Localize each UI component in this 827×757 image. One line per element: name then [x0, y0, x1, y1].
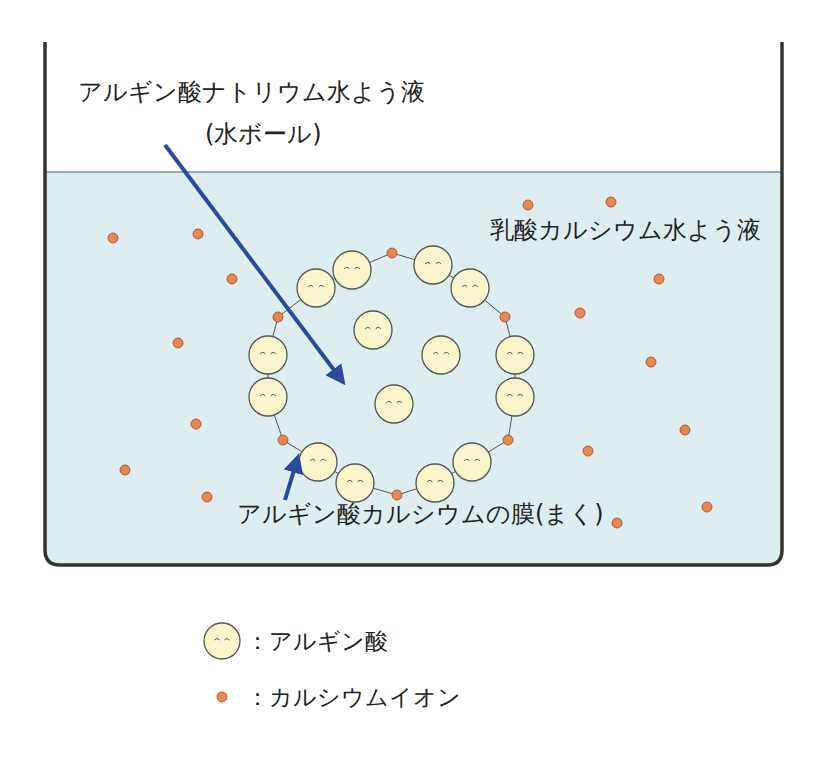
alginate — [333, 251, 371, 289]
alginate — [451, 269, 489, 307]
legend-item: ：アルギン酸 — [200, 620, 388, 662]
calcium-ion — [108, 233, 118, 243]
calcium-ion — [702, 502, 712, 512]
calcium-ion — [202, 492, 212, 502]
calcium-ion — [278, 435, 288, 445]
legend-item: ：カルシウムイオン — [200, 676, 461, 718]
calcium-ion — [583, 446, 593, 456]
label: (水ボール) — [205, 120, 322, 149]
calcium-ions — [108, 197, 712, 528]
alginate — [204, 623, 240, 659]
calcium-ion — [680, 425, 690, 435]
alginate — [496, 336, 534, 374]
calcium-ion — [191, 419, 201, 429]
calcium-ion — [173, 338, 183, 348]
alginate — [496, 378, 534, 416]
calcium-ion — [387, 248, 397, 258]
alginate — [354, 311, 392, 349]
label: アルギン酸ナトリウム水よう液 — [78, 78, 425, 107]
calcium-ion — [392, 490, 402, 500]
beaker — [45, 42, 782, 565]
calcium-ion — [654, 274, 664, 284]
membrane-line — [268, 253, 515, 495]
water-ball — [249, 246, 534, 502]
water-surface — [45, 171, 782, 173]
calcium-ion — [612, 518, 622, 528]
calcium-ion — [227, 274, 237, 284]
calcium-ion — [646, 357, 656, 367]
calcium-ion — [503, 435, 513, 445]
legend-sample — [200, 676, 246, 718]
calcium-ion — [193, 229, 203, 239]
calcium-ion — [500, 312, 510, 322]
label: アルギン酸カルシウムの膜(まく) — [237, 500, 604, 529]
calcium-ion — [523, 200, 533, 210]
alginate — [299, 443, 337, 481]
alginate — [375, 385, 413, 423]
alginate — [336, 464, 374, 502]
calcium-ion — [273, 312, 283, 322]
alginate — [422, 336, 460, 374]
alginate — [453, 443, 491, 481]
calcium-ion — [606, 197, 616, 207]
solution — [45, 172, 782, 565]
legend-text: ：カルシウムイオン — [246, 682, 461, 713]
alginate — [416, 464, 454, 502]
alginate — [249, 378, 287, 416]
leader-arrow — [285, 457, 298, 500]
legend-text: ：アルギン酸 — [246, 626, 388, 657]
legend-sample — [200, 620, 246, 662]
alginate — [297, 269, 335, 307]
alginate — [414, 246, 452, 284]
leader-arrow — [165, 145, 343, 382]
label: 乳酸カルシウム水よう液 — [490, 216, 761, 245]
alginate — [249, 336, 287, 374]
calcium-ion — [575, 308, 585, 318]
legend-swatch — [217, 692, 227, 702]
calcium-ion — [120, 465, 130, 475]
